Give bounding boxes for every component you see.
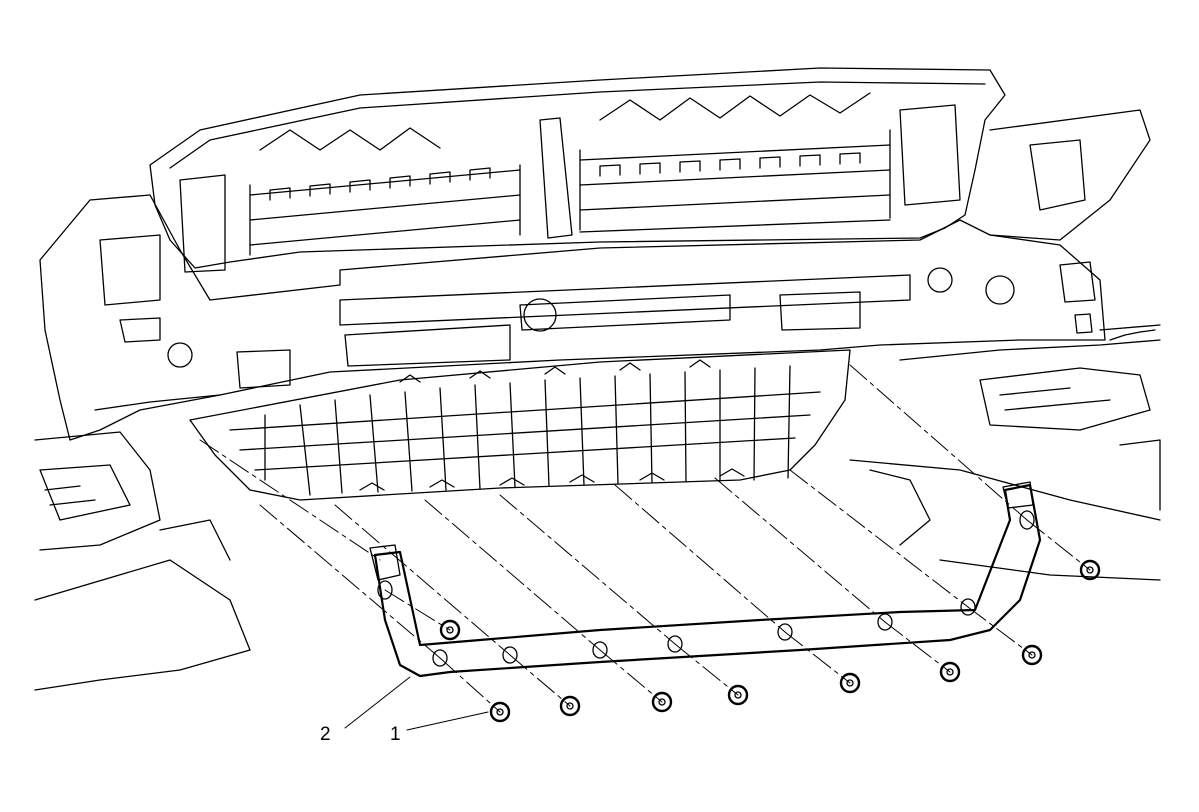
fastener-4 — [559, 695, 581, 717]
fastener-1 — [439, 619, 461, 641]
fastener-8 — [939, 661, 961, 683]
bumper-beam — [39, 109, 1151, 441]
fastener-6 — [727, 684, 749, 706]
fastener-5 — [651, 691, 673, 713]
fastener-7 — [839, 672, 861, 694]
fastener-2 — [1079, 559, 1101, 581]
bracket — [369, 481, 1042, 678]
callout-1-label: 1 — [390, 724, 401, 745]
fastener-3 — [489, 701, 511, 723]
left-side-structure — [34, 431, 251, 691]
lower-grille — [189, 349, 851, 501]
callout-2-label: 2 — [320, 724, 331, 745]
right-side-fascia — [849, 324, 1161, 581]
fastener — [439, 559, 1101, 723]
upper-grille-assembly — [149, 67, 1006, 273]
assembly-lines — [199, 364, 1091, 713]
leader-line-2 — [344, 676, 411, 729]
fastener-9 — [1021, 644, 1043, 666]
leader-line-1 — [406, 711, 489, 731]
